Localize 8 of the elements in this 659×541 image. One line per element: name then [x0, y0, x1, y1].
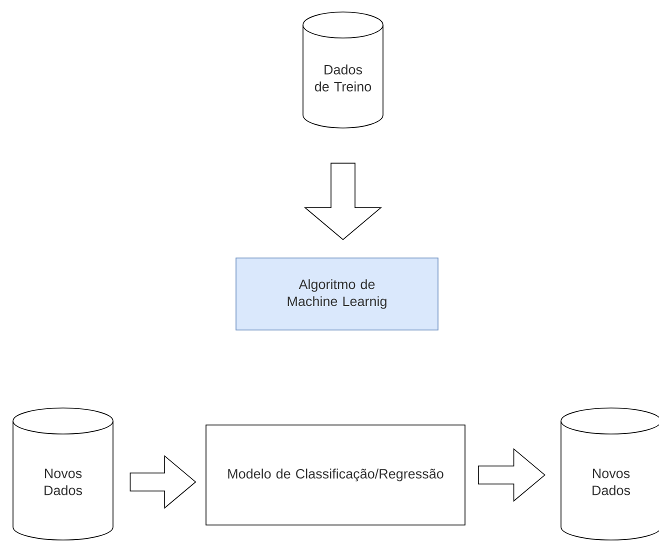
process-box: Modelo de Classificação/Regressão	[206, 424, 466, 526]
database-cylinder: Dados de Treino	[302, 12, 384, 128]
process-box: Algoritmo de Machine Learnig	[236, 258, 438, 330]
block-arrow	[130, 455, 196, 509]
block-arrow	[304, 162, 382, 240]
database-cylinder: Novos Dados	[560, 408, 659, 540]
database-cylinder: Novos Dados	[12, 408, 114, 540]
block-arrow	[478, 448, 546, 502]
